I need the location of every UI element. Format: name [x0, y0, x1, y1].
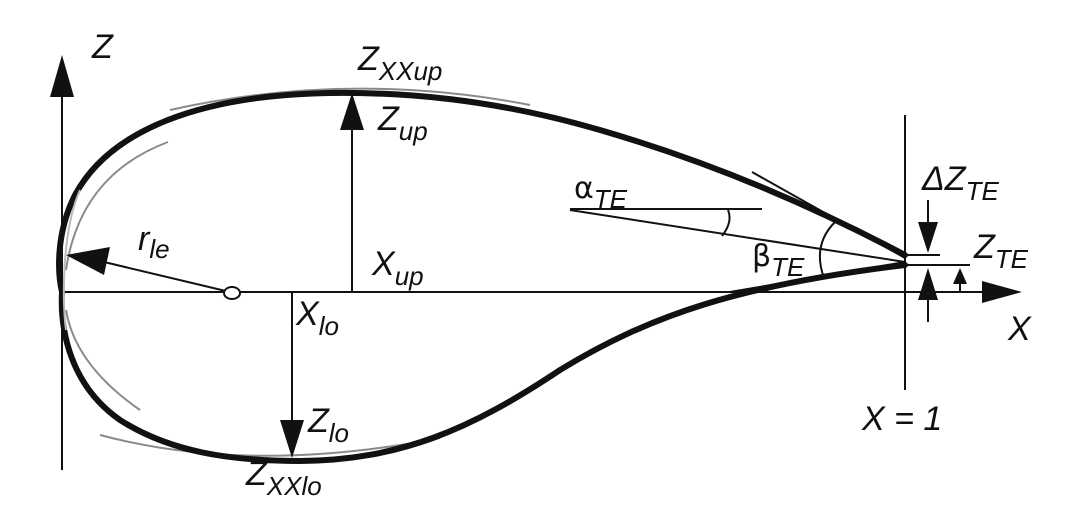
zxxup-label: ZXXup	[357, 40, 442, 86]
zte-arrowhead	[953, 268, 967, 284]
x-equals-one-label: X = 1	[861, 400, 942, 438]
zxxlo-label: ZXXlo	[245, 455, 322, 501]
alpha-angle-arc	[721, 209, 731, 237]
zup-arrowhead	[340, 93, 364, 130]
airfoil-lower-surface	[58, 262, 908, 465]
z-axis-label: Z	[91, 28, 114, 66]
alpha-te-label: αTE	[574, 171, 628, 214]
le-circle-center	[223, 286, 241, 300]
z-axis-arrowhead	[50, 55, 74, 97]
lower-crest-guide	[99, 434, 441, 457]
zup-label: Zup	[377, 100, 428, 146]
airfoil-upper-surface	[56, 89, 908, 295]
lower-te-tangent	[729, 261, 906, 293]
beta-angle-arc	[818, 221, 836, 279]
leading-edge-highlight	[62, 189, 81, 331]
leading-edge-circle-guide-top	[65, 141, 169, 271]
x-axis-arrowhead	[982, 281, 1022, 303]
xup-label: Xup	[371, 245, 424, 291]
delta-zte-label: ΔZTE	[921, 160, 999, 206]
xlo-label: Xlo	[295, 295, 339, 341]
dzte-bottom-arrowhead	[918, 268, 938, 300]
le-radius-arrowhead	[66, 247, 110, 275]
zte-label: ZTE	[973, 228, 1029, 274]
zlo-arrowhead	[280, 420, 304, 458]
leading-edge-circle-guide-bottom	[65, 309, 141, 411]
rle-label: rle	[138, 220, 170, 264]
te-direction-line	[569, 209, 906, 263]
upper-crest-guide	[169, 87, 531, 111]
upper-te-tangent	[751, 171, 906, 259]
beta-te-label: βTE	[752, 239, 805, 282]
le-radius-line	[103, 261, 231, 293]
zlo-label: Zlo	[307, 402, 349, 448]
x-axis-label: X	[1007, 310, 1032, 348]
dzte-top-arrowhead	[918, 222, 938, 253]
